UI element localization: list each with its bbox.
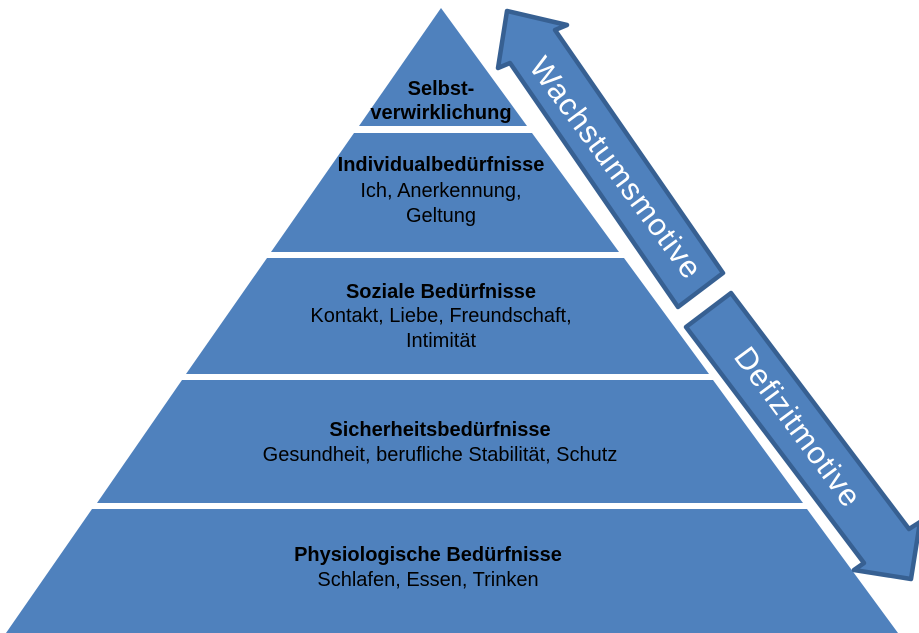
level-5-sub-line-1: Schlafen, Essen, Trinken <box>317 569 538 591</box>
level-3-title: Soziale Bedürfnisse <box>346 281 536 303</box>
level-4-sub-line-1: Gesundheit, berufliche Stabilität, Schut… <box>263 444 618 466</box>
level-5-title: Physiologische Bedürfnisse <box>294 544 562 566</box>
level-3-sub-line-1: Kontakt, Liebe, Freundschaft, <box>310 305 571 327</box>
level-2-sub-line-1: Ich, Anerkennung, <box>360 180 521 202</box>
pyramid-level-1-shape <box>359 8 527 126</box>
deficit-arrow <box>683 290 919 582</box>
level-2-sub-line-2: Geltung <box>406 205 476 227</box>
level-1-title-line-2: verwirklichung <box>370 102 511 124</box>
pyramid-level-2-shape <box>271 133 619 252</box>
level-2-title: Individualbedürfnisse <box>338 154 545 176</box>
growth-arrow <box>495 8 726 310</box>
level-1-title-line-1: Selbst- <box>408 78 475 100</box>
pyramid-level-4-shape <box>97 380 803 503</box>
pyramid-level-5-shape <box>6 509 898 633</box>
level-3-sub-line-2: Intimität <box>406 330 476 352</box>
level-4-title: Sicherheitsbedürfnisse <box>329 419 550 441</box>
pyramid-level-3-shape <box>186 258 709 374</box>
